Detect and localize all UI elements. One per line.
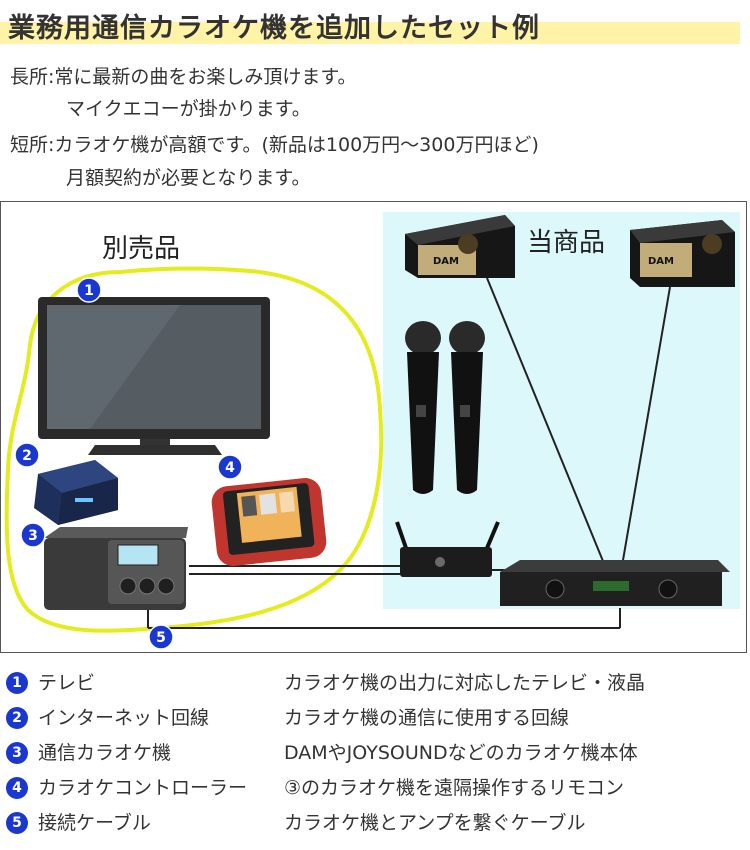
separate-items-highlight-loop xyxy=(4,266,384,633)
pros-text-1: 常に最新の曲をお楽しみ頂けます。 xyxy=(54,66,357,88)
marker-4: 4 xyxy=(217,454,243,480)
separate-items-label: 別売品 xyxy=(102,234,181,264)
product-items-label: 当商品 xyxy=(527,228,606,258)
cons-text-1: カラオケ機が高額です。(新品は100万円～300万円ほど) xyxy=(54,134,539,156)
cons-label: 短所: xyxy=(10,134,55,156)
legend-number-4: 4 xyxy=(6,777,28,799)
wireless-receiver-icon xyxy=(395,521,500,577)
legend-number-2: 2 xyxy=(6,707,28,729)
legend-name-3: 通信カラオケ機 xyxy=(38,742,172,764)
marker-2-number: 2 xyxy=(22,448,32,464)
legend-desc-3: DAMやJOYSOUNDなどのカラオケ機本体 xyxy=(284,742,638,764)
marker-1-number: 1 xyxy=(84,283,94,299)
cables xyxy=(147,277,671,629)
legend-desc-1: カラオケ機の出力に対応したテレビ・液晶 xyxy=(284,672,646,694)
amplifier-icon xyxy=(500,560,730,606)
karaoke-controller-icon xyxy=(211,478,327,566)
speaker-right-brand: DAM xyxy=(648,256,674,267)
legend-desc-4: ③のカラオケ機を遠隔操作するリモコン xyxy=(284,777,625,799)
legend-number-5: 5 xyxy=(6,812,28,834)
marker-5: 5 xyxy=(148,624,174,650)
cons-text-2: 月額契約が必要となります。 xyxy=(66,167,311,189)
legend-number-1: 1 xyxy=(6,672,28,694)
marker-1: 1 xyxy=(76,277,102,303)
page-title: 業務用通信カラオケ機を追加したセット例 xyxy=(8,13,540,44)
marker-3: 3 xyxy=(20,522,46,548)
legend-name-5: 接続ケーブル xyxy=(38,812,151,834)
pros-text-2: マイクエコーが掛かります。 xyxy=(66,98,311,120)
legend-name-1: テレビ xyxy=(38,672,96,694)
cons-line-1: 短所:カラオケ機が高額です。(新品は100万円～300万円ほど) xyxy=(10,130,539,157)
speaker-left-brand: DAM xyxy=(433,256,459,267)
legend-number-3: 3 xyxy=(6,742,28,764)
marker-2: 2 xyxy=(14,442,40,468)
legend-row-5: 5 接続ケーブル カラオケ機とアンプを繋ぐケーブル xyxy=(6,808,746,838)
legend-row-1: 1 テレビ カラオケ機の出力に対応したテレビ・液晶 xyxy=(6,668,746,698)
legend-row-4: 4 カラオケコントローラー ③のカラオケ機を遠隔操作するリモコン xyxy=(6,773,746,803)
speaker-right-icon: DAM xyxy=(630,220,735,287)
title-highlight-bar xyxy=(0,0,740,48)
router-icon xyxy=(34,460,118,525)
pros-line-1: 長所:常に最新の曲をお楽しみ頂けます。 xyxy=(10,62,357,89)
marker-4-number: 4 xyxy=(225,460,235,476)
karaoke-machine-icon xyxy=(44,527,188,610)
speaker-left-icon: DAM xyxy=(405,215,515,278)
microphone-left-icon xyxy=(405,321,441,494)
pros-label: 長所: xyxy=(10,66,55,88)
legend-name-2: インターネット回線 xyxy=(38,707,210,729)
legend-desc-5: カラオケ機とアンプを繋ぐケーブル xyxy=(284,812,586,834)
marker-3-number: 3 xyxy=(28,528,38,544)
legend-row-2: 2 インターネット回線 カラオケ機の通信に使用する回線 xyxy=(6,703,746,733)
tv-icon xyxy=(38,297,270,455)
legend-desc-2: カラオケ機の通信に使用する回線 xyxy=(284,707,570,729)
microphone-right-icon xyxy=(449,321,485,494)
legend-row-3: 3 通信カラオケ機 DAMやJOYSOUNDなどのカラオケ機本体 xyxy=(6,738,746,768)
legend-name-4: カラオケコントローラー xyxy=(38,777,248,799)
marker-5-number: 5 xyxy=(156,630,166,646)
